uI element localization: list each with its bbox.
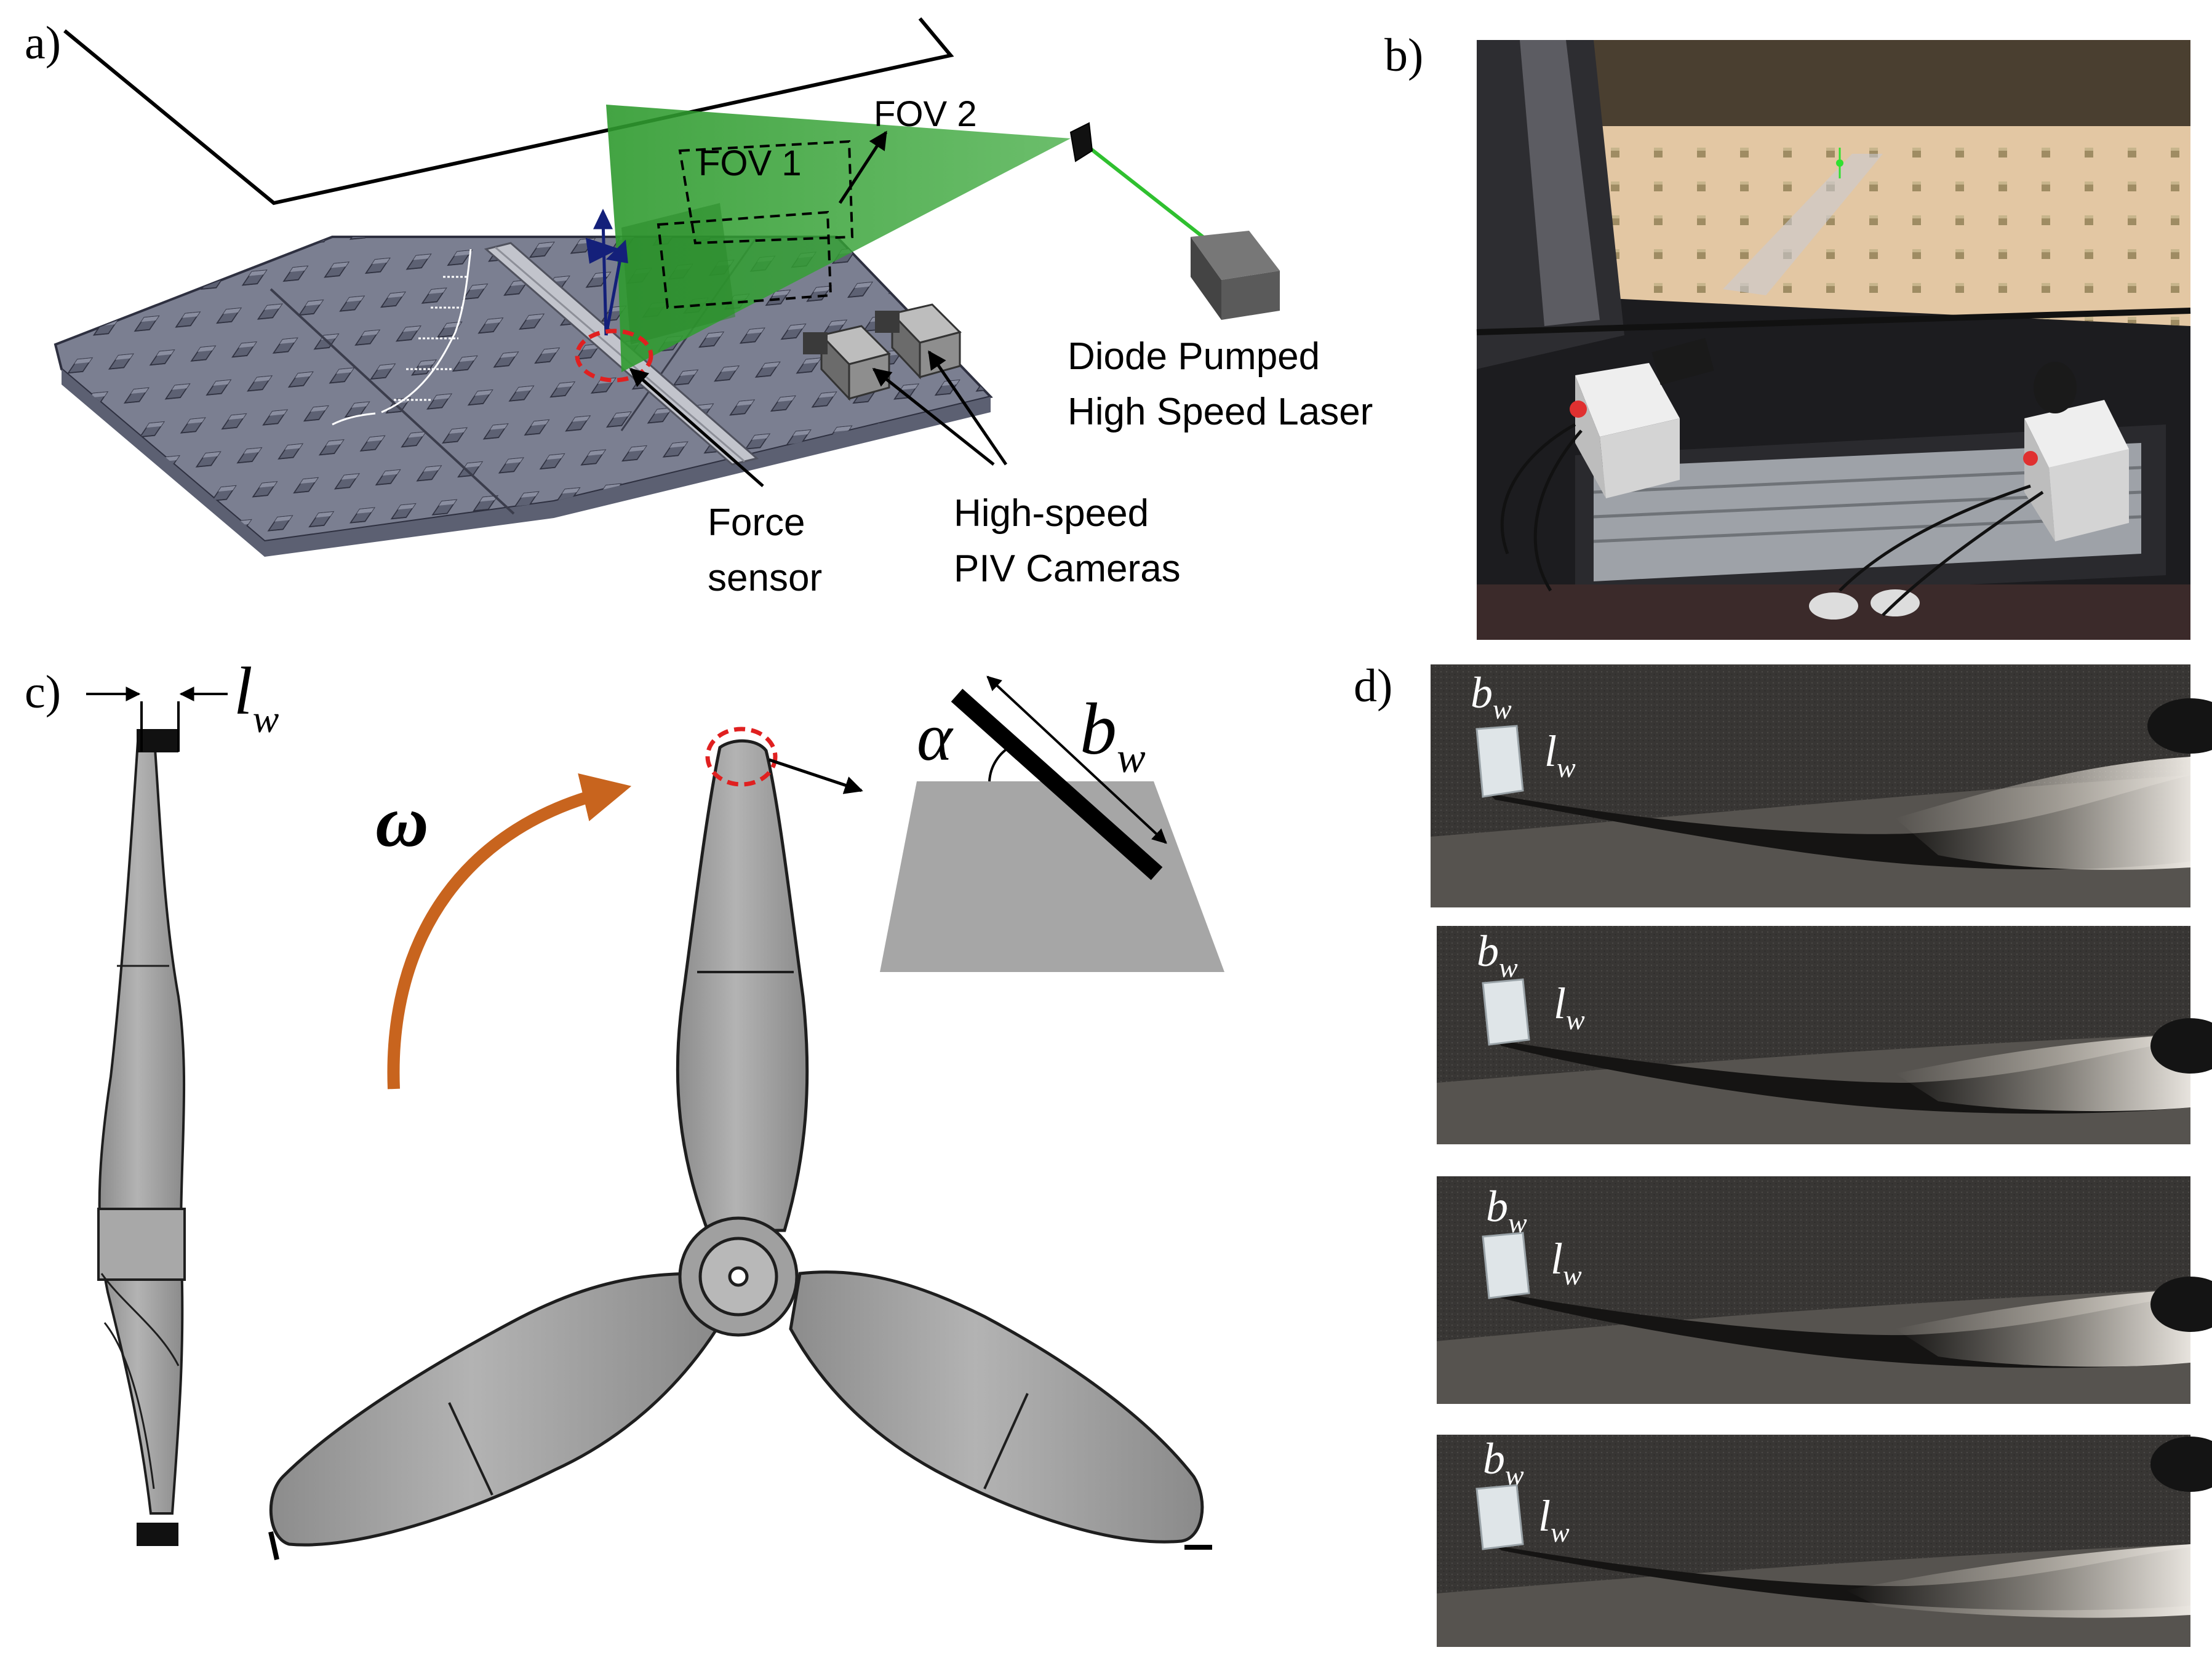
camera-label-line-1: High-speed [954,492,1149,535]
laser-label-line-2: High Speed Laser [1068,391,1373,433]
lw-dimension-label: lw [234,653,279,741]
panel-b-label: b) [1384,30,1423,81]
photo-3-bw-label: bw [1486,1182,1527,1238]
winglet-photo-1 [1431,664,2212,907]
camera-arrow-1 [872,368,995,466]
tip-winglet-marker [705,727,778,787]
panel-a: a) FOV 1 FOV [25,17,1373,599]
bw-dimension-label: bw [1080,688,1146,782]
winglet-top-side [137,729,178,752]
winglet-2 [1482,978,1530,1046]
panel-d-label: d) [1354,660,1392,712]
winglet-photo-4 [1437,1435,2212,1647]
winglet-photo-2 [1437,926,2212,1144]
photo-1-bw-label: bw [1471,668,1512,725]
bw-dim-arrow [986,676,1167,844]
force-label-line-2: sensor [708,557,822,599]
panel-a-label: a) [25,17,61,69]
rotation-arrow [387,773,632,1090]
laser-unit [1069,122,1280,320]
rotor-blade-right [789,1270,1204,1544]
camera-arrow-2 [927,350,1008,466]
blade-tip-trapezoid [880,781,1224,972]
boundary-layer-profile [332,249,472,426]
piv-camera-1 [803,325,891,401]
photo-2-lw-label: lw [1554,979,1585,1035]
panel-b: b) [1384,30,2191,640]
omega-label: ω [375,780,429,862]
tip-detail-arrow [769,758,863,794]
rotor-front-view [268,739,1212,1560]
photo-4-lw-label: lw [1538,1491,1570,1548]
laser-mirror [1069,122,1093,162]
fov-1-box [657,210,832,309]
winglet-3 [1482,1232,1530,1299]
fov-2-arrow [838,130,888,204]
panel-d: d) bw lw bw lw [1354,660,2212,1647]
alpha-label: α [917,699,954,775]
photo-3-lw-label: lw [1551,1234,1582,1291]
photo-2-bw-label: bw [1477,927,1518,983]
camera-label-line-2: PIV Cameras [954,548,1181,590]
rotor-blade-top [676,739,809,1232]
rough-plate [54,236,993,557]
laser-label-line-1: Diode Pumped [1068,335,1320,378]
wind-tunnel-photo [1476,40,2191,640]
photo-camera-left [1570,338,1714,498]
winglet-4 [1475,1484,1524,1550]
rotor-side-view [86,687,228,1546]
panel-c-label: c) [25,666,61,718]
fov-2-box [678,140,854,245]
force-sensor-marker [575,329,653,383]
laser-sheet-inner [621,203,735,345]
photo-4-bw-label: bw [1483,1434,1524,1491]
force-sensor-arrow [629,368,764,487]
winglet-detail [880,676,1224,972]
coordinate-axes-icon [585,209,628,336]
force-label-line-1: Force [708,501,805,544]
photo-camera-right [2023,362,2129,541]
rotor-blade-left [269,1272,719,1547]
panel-c: c) lw ω [25,653,1224,1560]
winglet-bottom-side [137,1523,178,1546]
winglet-1 [1475,725,1524,798]
fov-2-label: FOV 2 [874,94,977,134]
photo-1-lw-label: lw [1544,727,1576,783]
winglet-photo-3 [1437,1176,2212,1404]
fov-1-label: FOV 1 [698,143,802,183]
